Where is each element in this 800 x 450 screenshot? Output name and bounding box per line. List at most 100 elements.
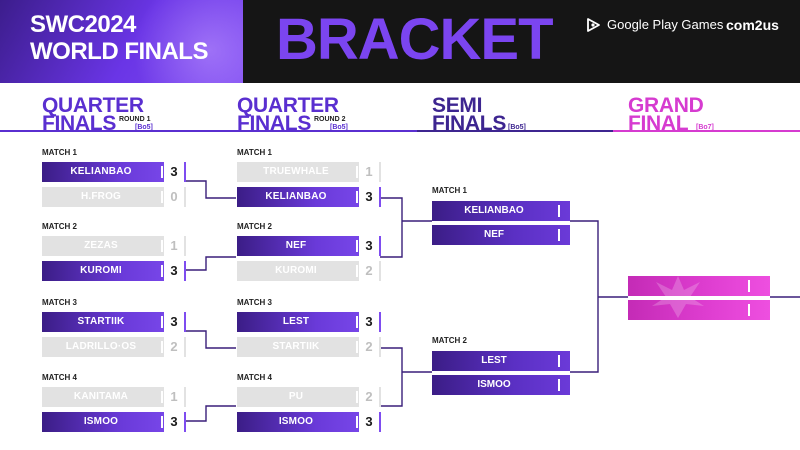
score-divider: [161, 316, 163, 328]
score-divider: [356, 166, 358, 178]
qf1-match-1-player-1[interactable]: KELIANBAO 3: [42, 162, 186, 182]
qf1-match-2-label: MATCH 2: [42, 222, 77, 231]
qf1-match-4-player-2[interactable]: ISMOO 3: [42, 412, 186, 432]
qf1-match-3-label: MATCH 3: [42, 298, 77, 307]
score-divider: [748, 304, 750, 316]
player-score: 3: [164, 162, 184, 182]
player-score: 2: [164, 337, 184, 357]
round-rule-grand: [613, 130, 800, 132]
player-score: 1: [359, 162, 379, 182]
qf2-match-2-label: MATCH 2: [237, 222, 272, 231]
player-name: KELIANBAO: [464, 205, 524, 216]
semi-match-2-player-2[interactable]: ISMOO: [432, 375, 570, 395]
round-header-qf1-line2: FINALS: [42, 112, 117, 135]
connector-qf1-m4: [186, 405, 236, 422]
score-divider: [356, 265, 358, 277]
player-name: TRUEWHALE: [263, 166, 329, 177]
score-divider: [356, 316, 358, 328]
round-rule-qf2: [222, 130, 417, 132]
player-name: LADRILLO·OS: [65, 341, 137, 352]
player-score: 2: [359, 387, 379, 407]
event-logo: SWC2024 WORLD FINALS: [0, 0, 243, 83]
round-rule-semi: [417, 130, 613, 132]
player-score: 3: [359, 412, 379, 432]
grand-final-slot-2[interactable]: [628, 300, 770, 320]
qf2-match-4-player-1[interactable]: PU 2: [237, 387, 381, 407]
page-title: BRACKET: [276, 7, 554, 72]
score-divider: [558, 205, 560, 217]
round-header-grand-line1: GRAND: [628, 94, 704, 117]
qf1-match-2-player-2[interactable]: KUROMI 3: [42, 261, 186, 281]
round-header-qf1-line1: QUARTER: [42, 94, 144, 117]
qf1-match-3-player-1[interactable]: STARTIIK 3: [42, 312, 186, 332]
player-name: ISMOO: [278, 416, 314, 427]
grand-final-slot-1[interactable]: [628, 276, 770, 296]
player-score: 3: [164, 261, 184, 281]
sponsor-google-play-games: Google Play Games: [586, 17, 723, 33]
qf2-match-2-player-1[interactable]: NEF 3: [237, 236, 381, 256]
qf2-match-3-player-2[interactable]: STARTIIK 2: [237, 337, 381, 357]
google-play-games-icon: [587, 18, 600, 32]
player-name: ISMOO: [477, 379, 511, 390]
score-divider: [356, 341, 358, 353]
score-divider: [356, 416, 358, 428]
player-score: 1: [164, 387, 184, 407]
round-header-qf2-line1: QUARTER: [237, 94, 339, 117]
score-divider: [558, 229, 560, 241]
qf1-match-1-label: MATCH 1: [42, 148, 77, 157]
score-divider: [748, 280, 750, 292]
score-divider: [161, 191, 163, 203]
semi-match-2-player-1[interactable]: LEST: [432, 351, 570, 371]
qf2-match-1-player-1[interactable]: TRUEWHALE 1: [237, 162, 381, 182]
round-header-qf2-sub1: ROUND 2: [314, 116, 346, 123]
score-divider: [161, 391, 163, 403]
sponsor-1-label: Google Play Games: [607, 17, 724, 32]
player-name: KELIANBAO: [70, 166, 132, 177]
player-name: KELIANBAO: [265, 191, 327, 202]
player-score: 2: [359, 337, 379, 357]
connector-qf1-m1: [186, 180, 236, 199]
player-name: NEF: [484, 229, 504, 240]
sponsor-2-label: com2us: [726, 17, 779, 33]
score-divider: [161, 240, 163, 252]
player-name: H.FROG: [80, 191, 122, 202]
qf1-match-4-player-1[interactable]: KANITAMA 1: [42, 387, 186, 407]
round-header-semi-sub: [Bo5]: [508, 124, 526, 131]
connector-semi: [570, 220, 599, 373]
player-score: 3: [359, 236, 379, 256]
qf2-match-4-label: MATCH 4: [237, 373, 272, 382]
semi-match-1-label: MATCH 1: [432, 186, 467, 195]
round-header-qf1-sub1: ROUND 1: [119, 116, 151, 123]
score-divider: [356, 391, 358, 403]
qf2-match-4-player-2[interactable]: ISMOO 3: [237, 412, 381, 432]
qf1-match-3-player-2[interactable]: LADRILLO·OS 2: [42, 337, 186, 357]
connector-qf2-upper: [380, 197, 403, 258]
score-divider: [356, 191, 358, 203]
semi-match-1-player-2[interactable]: NEF: [432, 225, 570, 245]
player-score: 3: [359, 187, 379, 207]
round-header-grand-line2: FINAL: [628, 112, 689, 135]
score-divider: [558, 379, 560, 391]
player-name: ISMOO: [83, 416, 119, 427]
qf2-match-3-player-1[interactable]: LEST 3: [237, 312, 381, 332]
qf2-match-1-player-2[interactable]: KELIANBAO 3: [237, 187, 381, 207]
semi-match-2-label: MATCH 2: [432, 336, 467, 345]
semi-match-1-player-1[interactable]: KELIANBAO: [432, 201, 570, 221]
player-name: PU: [288, 391, 304, 402]
player-name: LEST: [481, 355, 507, 366]
round-header-semi-line1: SEMI: [432, 94, 483, 117]
round-header-qf2-line2: FINALS: [237, 112, 312, 135]
round-header-grand-sub: [Bo7]: [696, 124, 714, 131]
score-divider: [161, 341, 163, 353]
round-rule-qf1-tail: [118, 130, 222, 132]
player-name: KANITAMA: [73, 391, 129, 402]
round-header-qf1-sub2: [Bo5]: [135, 124, 153, 131]
score-divider: [356, 240, 358, 252]
qf2-match-2-player-2[interactable]: KUROMI 2: [237, 261, 381, 281]
player-score: 3: [164, 412, 184, 432]
qf1-match-1-player-2[interactable]: H.FROG 0: [42, 187, 186, 207]
connector-qf2-lower: [380, 347, 403, 407]
score-divider: [558, 355, 560, 367]
qf1-match-2-player-1[interactable]: ZEZAS 1: [42, 236, 186, 256]
qf2-match-3-label: MATCH 3: [237, 298, 272, 307]
